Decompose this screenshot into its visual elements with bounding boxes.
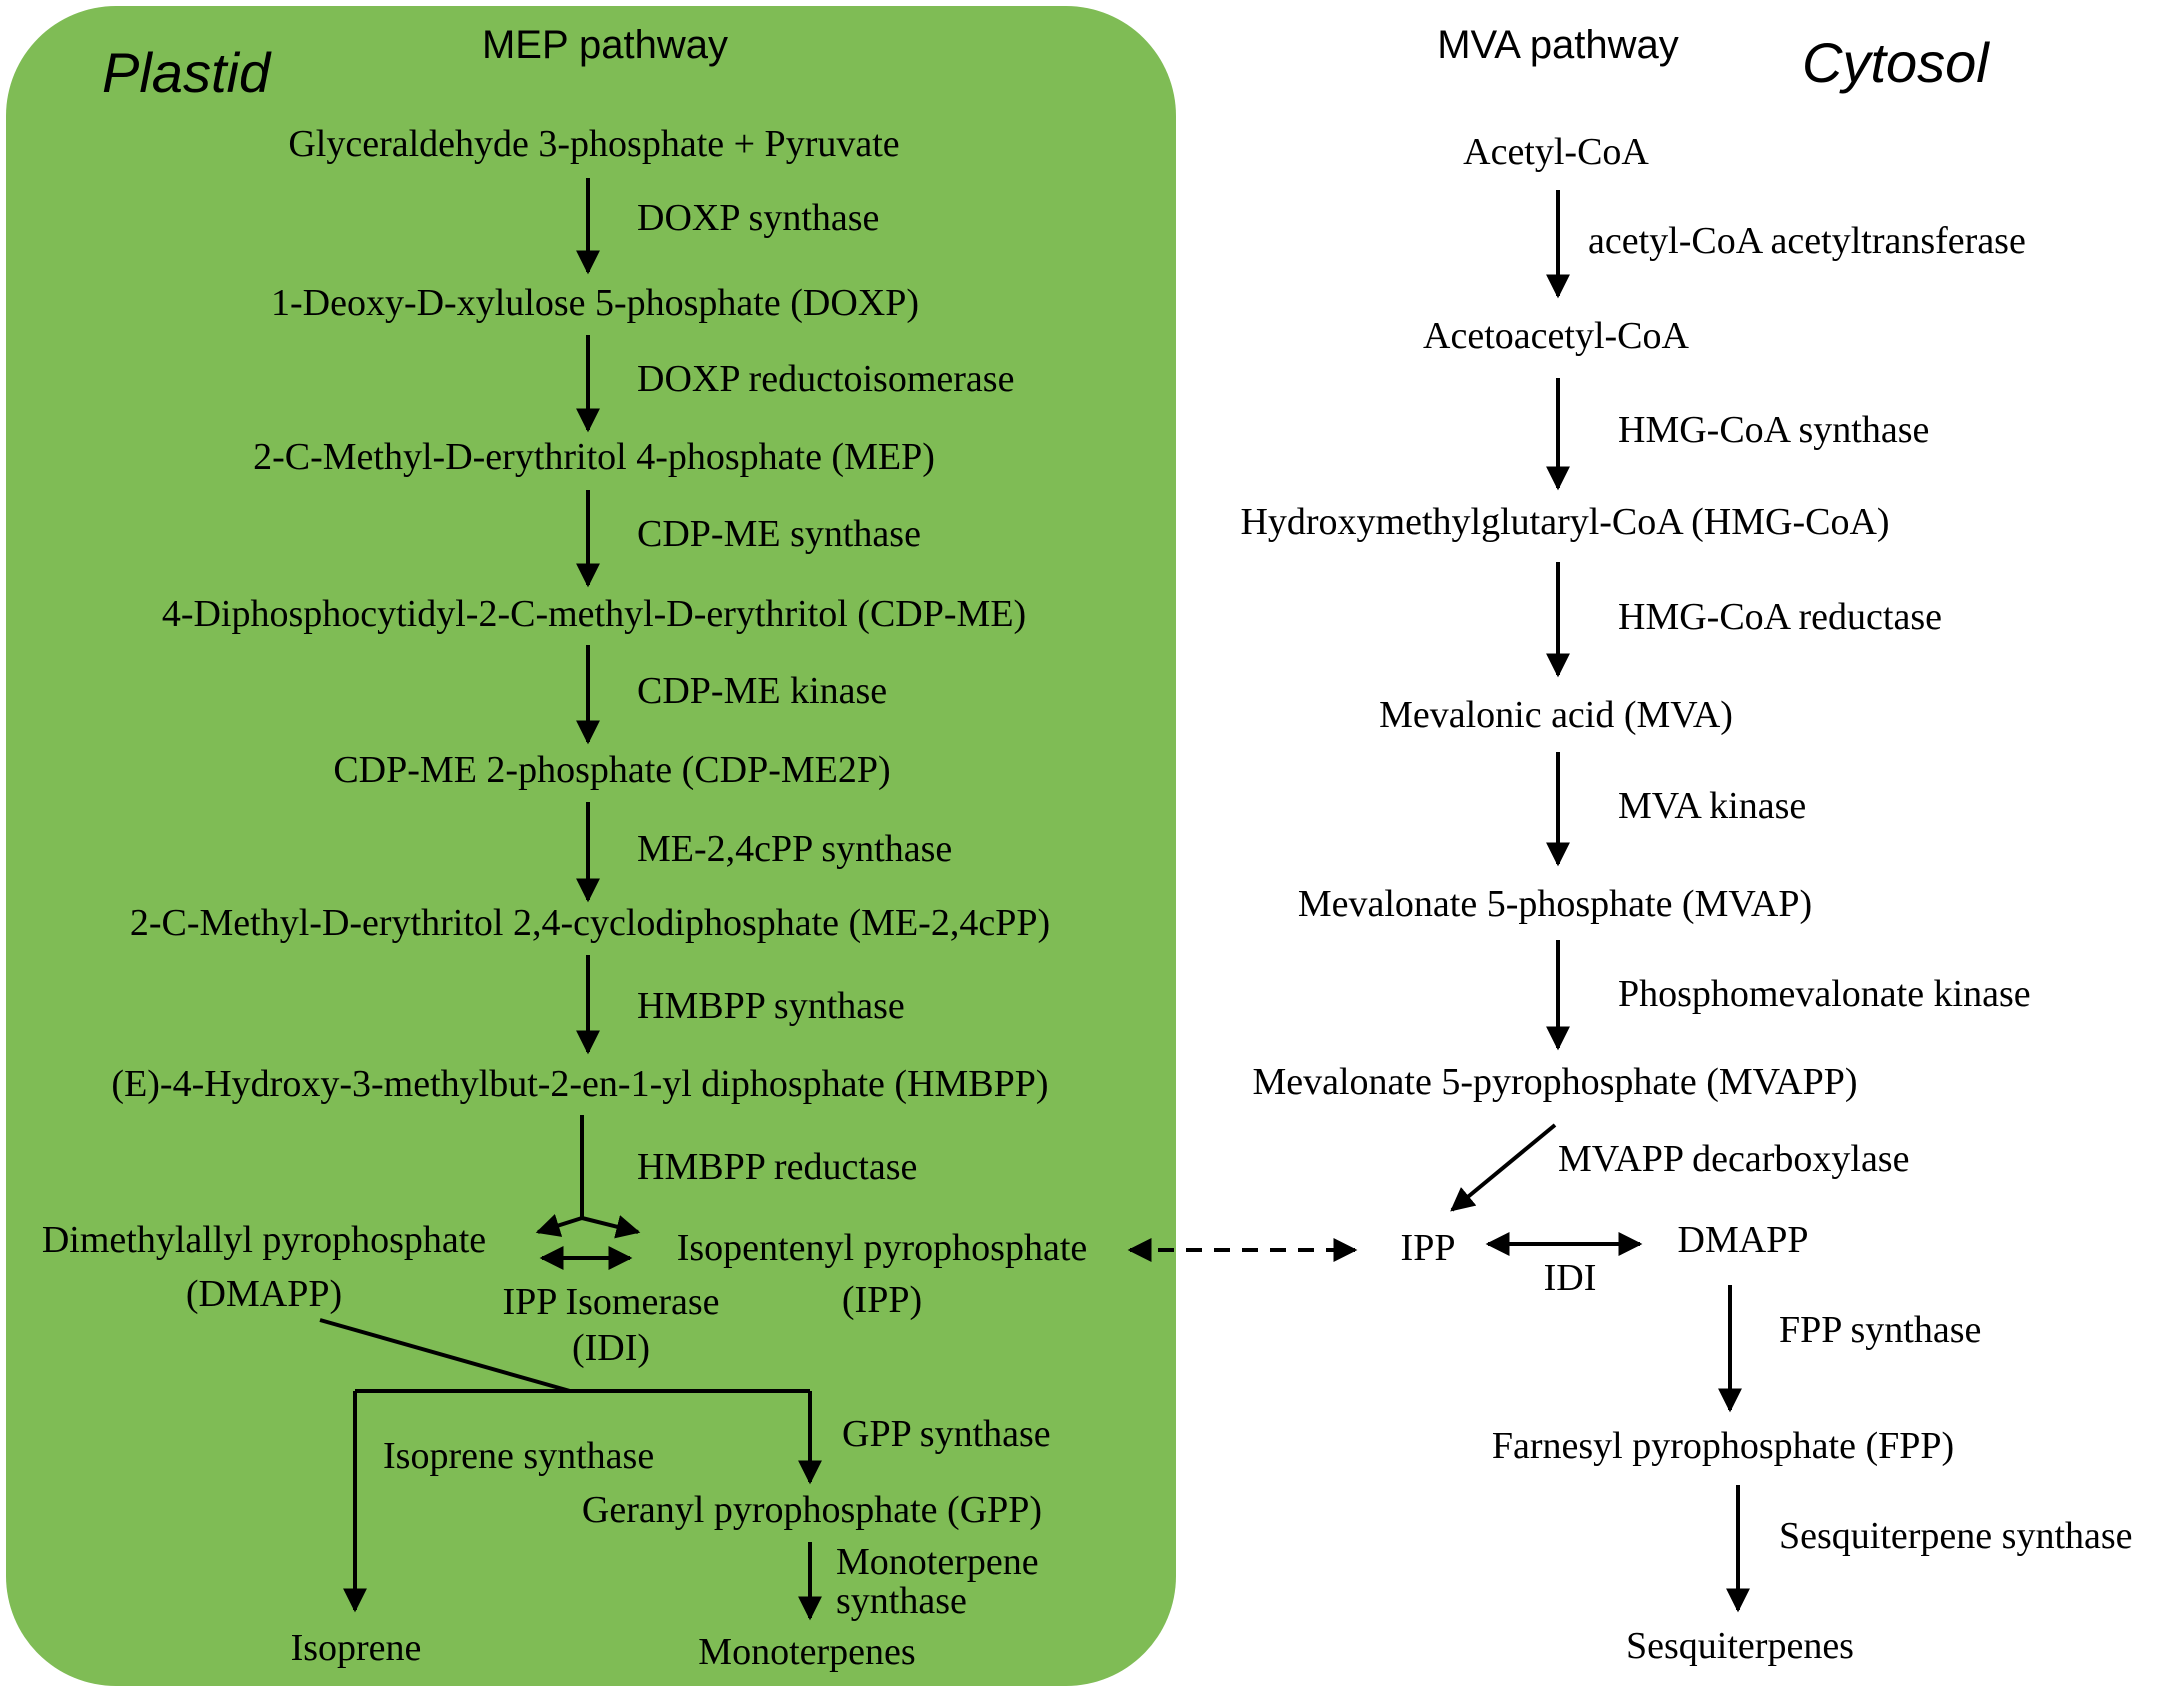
mva-kinase: MVA kinase <box>1618 785 1807 827</box>
arrow-mvapp-to-ipp <box>1450 1123 1557 1212</box>
hmbpp-synthase: HMBPP synthase <box>637 985 905 1027</box>
monoterpene-synthase-line2: synthase <box>836 1580 967 1622</box>
sesquiterpene-synthase: Sesquiterpene synthase <box>1779 1515 2133 1557</box>
mecpp: 2-C-Methyl-D-erythritol 2,4-cyclodiphosp… <box>129 902 1051 944</box>
ipp-name: Isopentenyl pyrophosphate <box>676 1227 1088 1269</box>
isoprene: Isoprene <box>290 1627 422 1669</box>
acetoacetyl-coa: Acetoacetyl-CoA <box>1423 315 1689 357</box>
mvapp: Mevalonate 5-pyrophosphate (MVAPP) <box>1252 1061 1858 1103</box>
cytosol-label: Cytosol <box>1802 31 1989 94</box>
doxp-synthase: DOXP synthase <box>637 197 880 239</box>
mva-ipp: IPP <box>1400 1227 1456 1269</box>
mep: 2-C-Methyl-D-erythritol 4-phosphate (MEP… <box>253 436 935 478</box>
ipp-abbr: (IPP) <box>841 1279 923 1321</box>
arrow-hmbpp-to-ipp <box>581 1215 641 1239</box>
hmgcoa-synthase: HMG-CoA synthase <box>1618 409 1930 451</box>
fpp-synthase: FPP synthase <box>1779 1309 1982 1351</box>
fpp: Farnesyl pyrophosphate (FPP) <box>1491 1425 1955 1467</box>
mvap: Mevalonate 5-phosphate (MVAP) <box>1297 883 1813 925</box>
isoprene-synthase: Isoprene synthase <box>383 1435 655 1477</box>
idi-abbr: (IDI) <box>571 1327 651 1369</box>
hmbpp-reductase: HMBPP reductase <box>637 1146 918 1188</box>
gpp-synthase: GPP synthase <box>842 1413 1051 1455</box>
mep-pathway-title: MEP pathway <box>481 23 729 67</box>
acetyl-coa: Acetyl-CoA <box>1463 131 1649 173</box>
hmgcoa-reductase: HMG-CoA reductase <box>1618 596 1942 638</box>
line-dmapp-to-branch <box>319 1318 571 1393</box>
mva-pathway-title: MVA pathway <box>1437 23 1679 67</box>
mva-idi: IDI <box>1543 1257 1597 1299</box>
mva-dmapp: DMAPP <box>1677 1219 1809 1261</box>
cdpme2p: CDP-ME 2-phosphate (CDP-ME2P) <box>333 749 891 791</box>
acat: acetyl-CoA acetyltransferase <box>1588 220 2026 262</box>
mecpp-synthase: ME-2,4cPP synthase <box>637 828 953 870</box>
mva: Mevalonic acid (MVA) <box>1379 694 1733 736</box>
cdpme: 4-Diphosphocytidyl-2-C-methyl-D-erythrit… <box>161 593 1027 635</box>
sesquiterpenes: Sesquiterpenes <box>1626 1625 1854 1667</box>
hmgcoa: Hydroxymethylglutaryl-CoA (HMG-CoA) <box>1240 501 1890 543</box>
dmapp-abbr: (DMAPP) <box>185 1273 343 1315</box>
dmapp-name: Dimethylallyl pyrophosphate <box>41 1219 487 1261</box>
phosphomevalonate-kinase: Phosphomevalonate kinase <box>1618 973 2031 1015</box>
cdpme-synthase: CDP-ME synthase <box>637 513 921 555</box>
g3p-pyruvate: Glyceraldehyde 3-phosphate + Pyruvate <box>288 123 900 165</box>
idi-name: IPP Isomerase <box>502 1281 720 1323</box>
cdpme-kinase: CDP-ME kinase <box>637 670 888 712</box>
plastid-label: Plastid <box>102 41 271 104</box>
hmbpp: (E)-4-Hydroxy-3-methylbut-2-en-1-yl diph… <box>111 1063 1049 1105</box>
plastid-compartment <box>6 6 1176 1686</box>
monoterpenes: Monoterpenes <box>698 1631 916 1673</box>
arrow-hmbpp-to-dmapp <box>535 1214 583 1237</box>
gpp: Geranyl pyrophosphate (GPP) <box>581 1489 1043 1531</box>
doxp: 1-Deoxy-D-xylulose 5-phosphate (DOXP) <box>271 282 919 324</box>
doxp-reductoisomerase: DOXP reductoisomerase <box>637 358 1015 400</box>
monoterpene-synthase-line1: Monoterpene <box>836 1541 1039 1583</box>
mvapp-decarboxylase: MVAPP decarboxylase <box>1558 1138 1910 1180</box>
